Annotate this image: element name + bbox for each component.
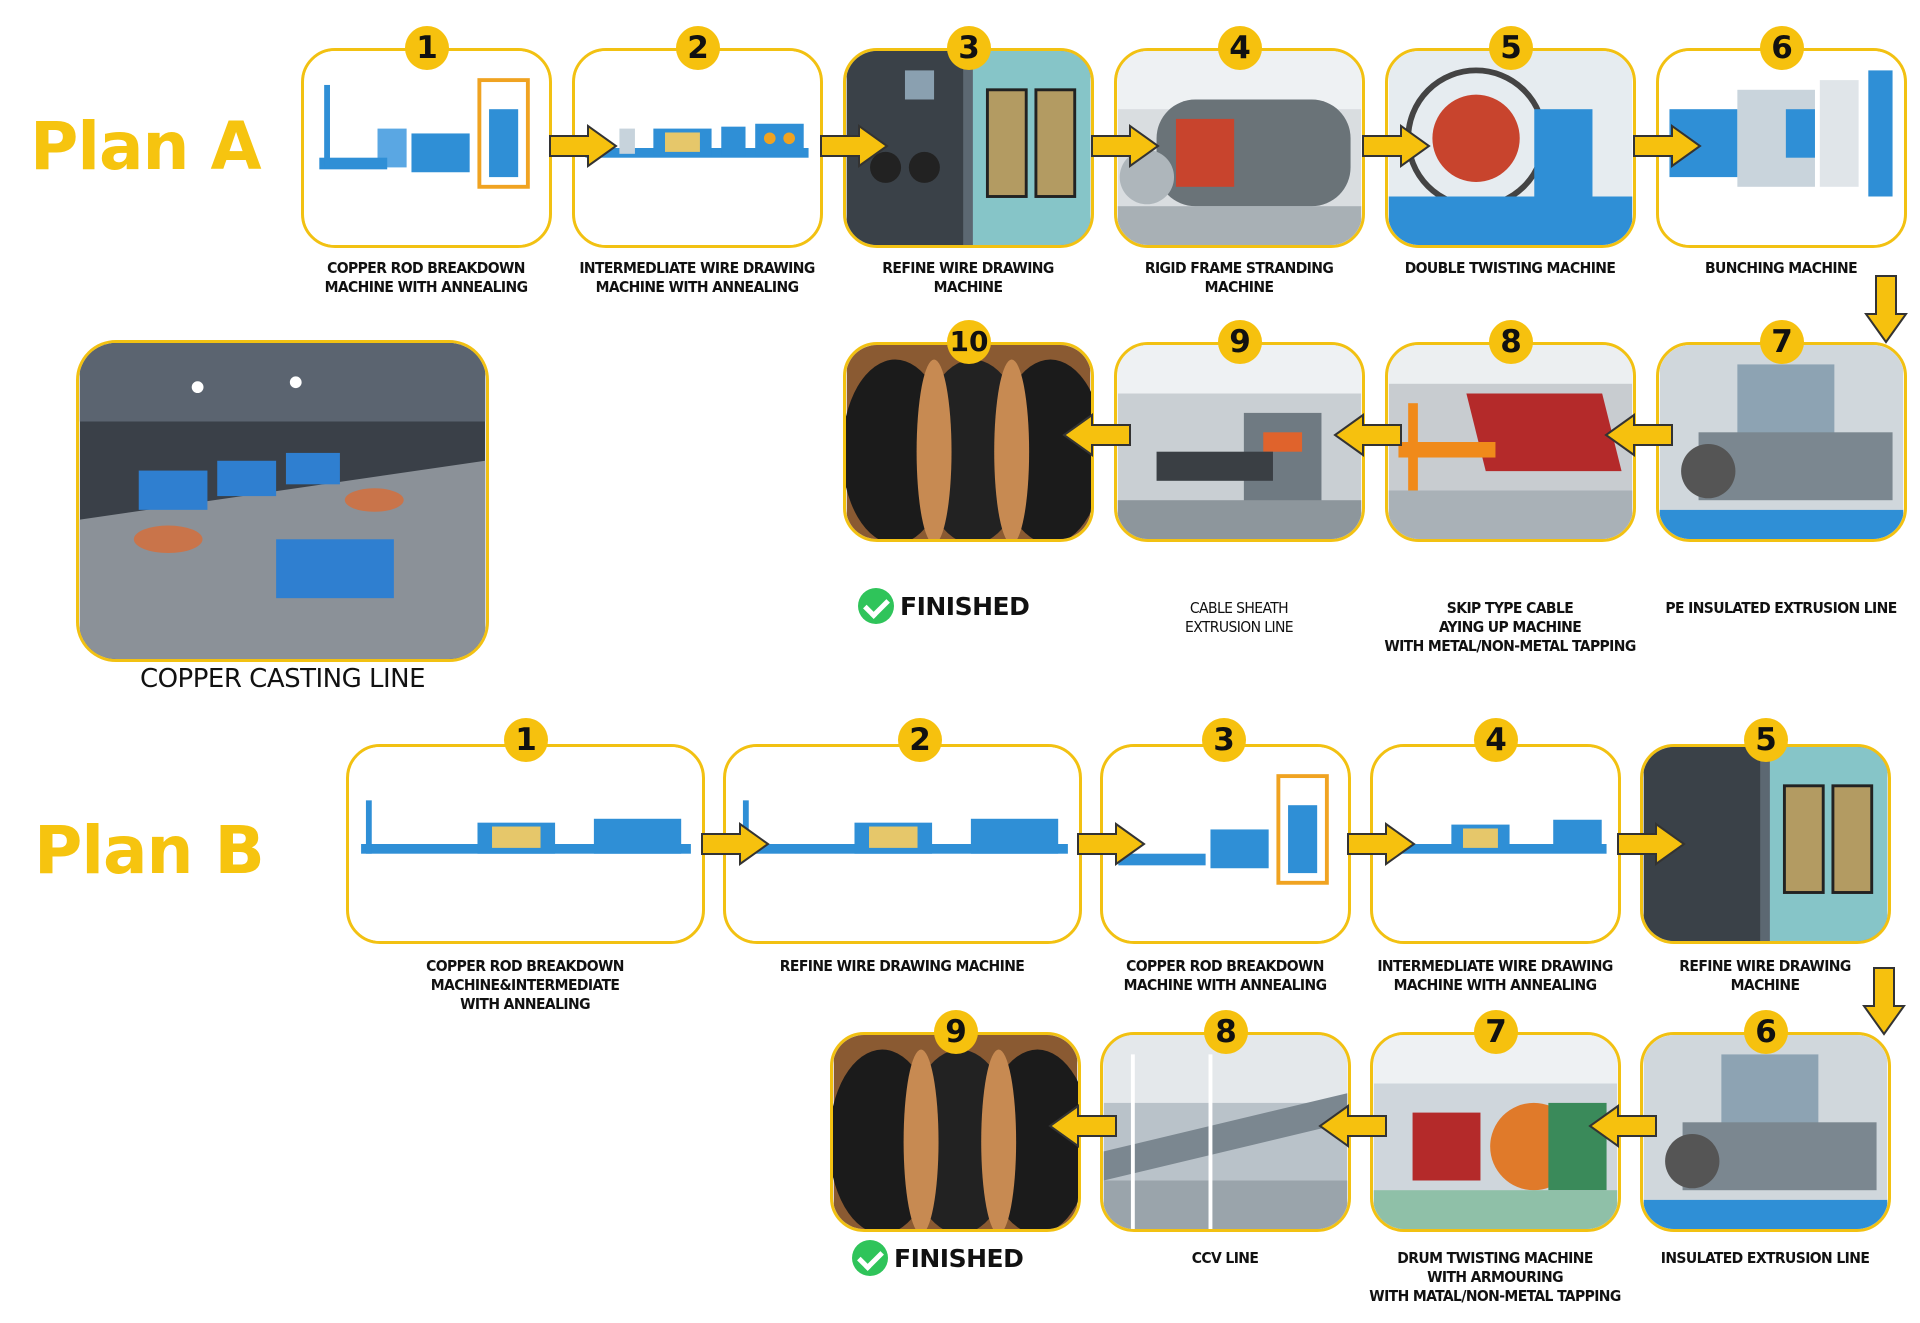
plan-b-step-8-image [1100,1032,1351,1232]
plan-a-step-8-image [1385,342,1636,542]
plan-a-step-1-badge: 1 [405,26,449,70]
plan-b-title: Plan B [34,812,265,889]
plan-b-finished-label: FINISHED [894,1243,1024,1273]
arrow-right-icon [1077,822,1146,866]
plan-a-step-2-label: INTERMEDLIATE WIRE DRAWING MACHINE WITH … [579,259,815,296]
plan-a-step-8-badge: 8 [1489,320,1533,364]
plan-a-step-5-image [1385,48,1636,248]
plan-b-step-9-image [830,1032,1081,1232]
plan-a-step-5-badge: 5 [1489,26,1533,70]
plan-b-step-4-badge: 4 [1474,718,1518,762]
plan-a-finished: FINISHED [858,588,1030,624]
plan-b-step-7-image [1370,1032,1621,1232]
plan-a-step-3-badge: 3 [947,26,991,70]
arrow-down-icon [1864,275,1908,344]
arrow-right-icon [701,822,770,866]
plan-b-step-6-badge: 6 [1744,1010,1788,1054]
arrow-left-icon [1062,413,1131,457]
arrow-left-icon [1333,413,1402,457]
plan-a-step-9-label: CABLE SHEATH EXTRUSION LINE [1184,599,1294,636]
plan-b-step-1-label: COPPER ROD BREAKDOWN MACHINE&INTERMEDIAT… [426,957,624,1013]
arrow-right-icon [1617,822,1686,866]
plan-b-step-8-label: CCV LINE [1191,1249,1259,1267]
arrow-down-icon [1862,967,1906,1036]
plan-b-step-8-badge: 8 [1204,1010,1248,1054]
plan-b-step-6-image [1640,1032,1891,1232]
arrow-right-icon [1362,124,1431,168]
plan-a-step-9-badge: 9 [1218,320,1262,364]
plan-a-step-2-badge: 2 [676,26,720,70]
plan-a-step-8-label: SKIP TYPE CABLE AYING UP MACHINE WITH ME… [1384,599,1636,655]
plan-a-step-10-badge: 10 [947,320,991,364]
arrow-right-icon [1633,124,1702,168]
copper-casting-label: COPPER CASTING LINE [139,664,426,694]
plan-b-step-5-badge: 5 [1744,718,1788,762]
plan-a-step-3-label: REFINE WIRE DRAWING MACHINE [882,259,1054,296]
plan-a-step-6-label: BUNCHING MACHINE [1704,259,1858,277]
plan-a-step-7-image [1656,342,1907,542]
plan-b-finished: FINISHED [852,1240,1024,1276]
plan-a-step-7-label: PE INSULATED EXTRUSION LINE [1665,599,1897,617]
plan-b-step-1-badge: 1 [504,718,548,762]
arrow-right-icon [820,124,889,168]
plan-a-step-9-image [1114,342,1365,542]
plan-b-step-2-image [723,744,1082,944]
plan-a-title: Plan A [30,108,262,185]
plan-a-finished-label: FINISHED [900,591,1030,621]
plan-a-step-4-badge: 4 [1218,26,1262,70]
arrow-left-icon [1588,1104,1657,1148]
plan-b-step-7-label: DRUM TWISTING MACHINE WITH ARMOURING WIT… [1369,1249,1621,1305]
plan-b-step-7-badge: 7 [1474,1010,1518,1054]
plan-a-step-1-image [301,48,552,248]
arrow-left-icon [1048,1104,1117,1148]
arrow-right-icon [549,124,618,168]
check-icon [852,1240,888,1276]
arrow-right-icon [1347,822,1416,866]
plan-b-step-2-label: REFINE WIRE DRAWING MACHINE [779,957,1025,975]
arrow-right-icon [1091,124,1160,168]
plan-a-step-4-label: RIGID FRAME STRANDING MACHINE [1144,259,1334,296]
plan-a-step-10-image [843,342,1094,542]
plan-b-step-4-label: INTERMEDLIATE WIRE DRAWING MACHINE WITH … [1377,957,1613,994]
plan-b-step-3-badge: 3 [1202,718,1246,762]
plan-b-step-3-label: COPPER ROD BREAKDOWN MACHINE WITH ANNEAL… [1123,957,1327,994]
copper-casting-image [76,340,489,662]
arrow-left-icon [1318,1104,1387,1148]
plan-a-step-5-label: DOUBLE TWISTING MACHINE [1404,259,1616,277]
plan-b-step-9-badge: 9 [934,1010,978,1054]
plan-b-step-2-badge: 2 [898,718,942,762]
plan-a-step-6-badge: 6 [1760,26,1804,70]
plan-b-step-6-label: INSULATED EXTRUSION LINE [1660,1249,1870,1267]
plan-a-step-7-badge: 7 [1760,320,1804,364]
plan-b-step-1-image [346,744,705,944]
arrow-left-icon [1604,413,1673,457]
check-icon [858,588,894,624]
plan-b-step-5-image [1640,744,1891,944]
plan-b-step-5-label: REFINE WIRE DRAWING MACHINE [1679,957,1851,994]
plan-a-step-1-label: COPPER ROD BREAKDOWN MACHINE WITH ANNEAL… [324,259,528,296]
